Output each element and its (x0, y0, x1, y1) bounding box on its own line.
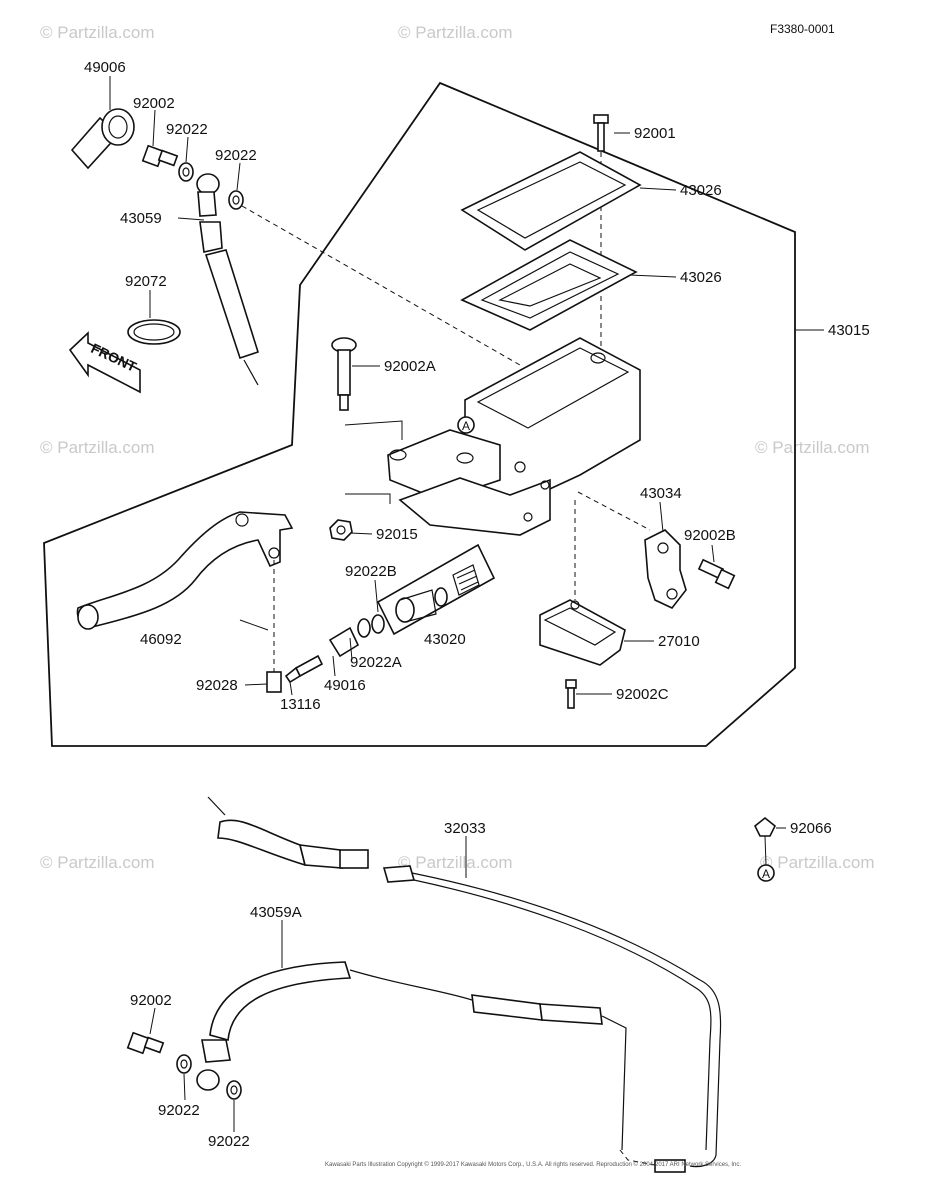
diagram-code: F3380-0001 (770, 22, 835, 36)
washer-92022-lower-a[interactable] (176, 1054, 192, 1074)
lever-pivot-line (345, 493, 391, 504)
banjo-cap-49006[interactable] (70, 108, 135, 170)
ref-marker-label: A (762, 867, 770, 881)
hose-alignment-line (241, 205, 521, 366)
part-label[interactable]: 92002C (616, 686, 669, 703)
part-label[interactable]: 43034 (640, 485, 682, 502)
pivot-bolt-92002A[interactable] (331, 337, 357, 411)
part-label[interactable]: 92022 (215, 147, 257, 164)
front-arrow: FRONT (68, 331, 141, 394)
screw-92001[interactable] (593, 114, 609, 152)
part-label[interactable]: 92072 (125, 273, 167, 290)
clamp-alignment-line (577, 491, 651, 531)
part-label[interactable]: 43026 (680, 182, 722, 199)
part-label[interactable]: 92022 (166, 121, 208, 138)
lever-pivot-line (344, 420, 403, 440)
washer-92022-b[interactable] (228, 190, 244, 210)
hose-joint-line (619, 1149, 656, 1166)
brake-hose-32033[interactable] (382, 865, 722, 1173)
part-label[interactable]: 92022A (350, 654, 402, 671)
washer-92022-lower-b[interactable] (226, 1080, 242, 1100)
part-label[interactable]: 32033 (444, 820, 486, 837)
part-label[interactable]: 92022 (208, 1133, 250, 1150)
part-label[interactable]: 92022 (158, 1102, 200, 1119)
part-label[interactable]: 92002B (684, 527, 736, 544)
pin-92028[interactable] (266, 671, 282, 693)
watermark: © Partzilla.com (40, 438, 155, 457)
upper-hose-section[interactable] (207, 796, 369, 869)
hose-clamp-92072[interactable] (127, 319, 181, 345)
part-label[interactable]: 92001 (634, 125, 676, 142)
ref-marker-a (457, 416, 475, 434)
banjo-fitting[interactable] (196, 173, 220, 217)
push-rod-13116[interactable] (284, 666, 302, 684)
washer-92022-a[interactable] (178, 162, 194, 182)
assembly-boundary (43, 81, 796, 747)
reservoir-cap-43026[interactable] (460, 151, 642, 251)
brake-hose-43059A[interactable] (201, 961, 627, 1151)
part-label[interactable]: 92015 (376, 526, 418, 543)
diaphragm-43026[interactable] (460, 239, 638, 331)
watermark: © Partzilla.com (398, 853, 513, 872)
watermark: © Partzilla.com (755, 438, 870, 457)
nut-92015[interactable] (329, 519, 353, 541)
marker-92066[interactable]: A (753, 816, 777, 882)
dust-boot-92022A[interactable] (357, 618, 371, 638)
part-label[interactable]: 43026 (680, 269, 722, 286)
part-label[interactable]: 92066 (790, 820, 832, 837)
piston-kit-43020[interactable] (376, 543, 496, 636)
banjo-fitting-lower[interactable] (196, 1069, 220, 1091)
banjo-bolt-92002[interactable] (141, 144, 179, 168)
part-label[interactable]: 43059A (250, 904, 302, 921)
part-label[interactable]: 43020 (424, 631, 466, 648)
ref-marker-label: A (462, 419, 470, 433)
part-label[interactable]: 92002A (384, 358, 436, 375)
watermark: © Partzilla.com (760, 853, 875, 872)
watermark: © Partzilla.com (40, 23, 155, 42)
part-label[interactable]: 49016 (324, 677, 366, 694)
brake-lever-46092[interactable] (76, 511, 294, 630)
clamp-bolt-92002B[interactable] (697, 558, 736, 590)
part-label[interactable]: 46092 (140, 631, 182, 648)
watermark: © Partzilla.com (40, 853, 155, 872)
part-label[interactable]: 92028 (196, 677, 238, 694)
clamp-43034[interactable] (644, 529, 687, 609)
watermarks: © Partzilla.com © Partzilla.com © Partzi… (40, 23, 875, 872)
banjo-bolt-92002-lower[interactable] (126, 1031, 165, 1055)
part-label[interactable]: 43015 (828, 322, 870, 339)
part-label[interactable]: 49006 (84, 59, 126, 76)
part-label[interactable]: 92002 (130, 992, 172, 1009)
copyright-notice: Kawasaki Parts Illustration Copyright © … (325, 1161, 741, 1168)
brake-switch-27010[interactable] (539, 599, 626, 666)
part-labels: 49006 92002 92022 92022 43059 92072 9200… (84, 59, 870, 1150)
push-rod-49016[interactable] (294, 626, 360, 678)
leader-lines (109, 76, 824, 1132)
part-label[interactable]: 13116 (280, 696, 321, 713)
part-label[interactable]: 92022B (345, 563, 397, 580)
circlip-92022B[interactable] (371, 614, 385, 634)
part-label[interactable]: 27010 (658, 633, 700, 650)
part-label[interactable]: 43059 (120, 210, 162, 227)
brake-hose-43059[interactable] (199, 221, 259, 386)
part-label[interactable]: 92002 (133, 95, 175, 112)
watermark: © Partzilla.com (398, 23, 513, 42)
master-cylinder-body[interactable] (387, 337, 641, 536)
switch-screw-92002C[interactable] (565, 679, 577, 709)
